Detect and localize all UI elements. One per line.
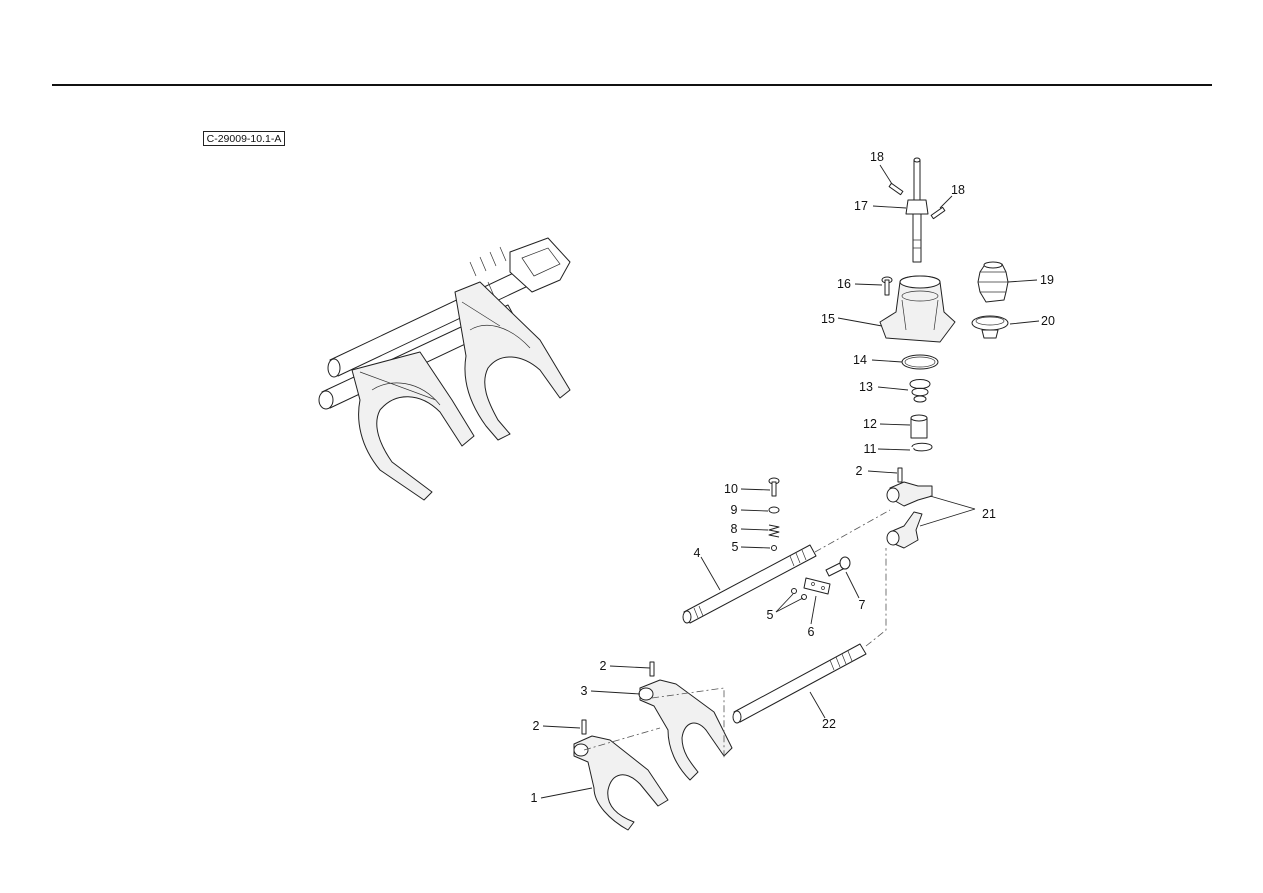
callout-12: 12 — [863, 417, 877, 431]
part-1-shift-fork — [573, 735, 669, 831]
part-12-bushing — [910, 414, 928, 439]
callout-18-right: 18 — [951, 183, 965, 197]
reference-tag: C-29009-10.1-A — [203, 131, 285, 146]
callout-7: 7 — [859, 598, 866, 612]
part-9-washer — [768, 506, 780, 514]
part-2-pin-middle — [649, 661, 655, 677]
callout-4: 4 — [694, 546, 701, 560]
callout-22: 22 — [822, 717, 836, 731]
header-rule — [52, 84, 1212, 86]
callout-6: 6 — [808, 625, 815, 639]
callout-15: 15 — [821, 312, 835, 326]
part-6-plate — [803, 577, 831, 595]
part-8-spring — [768, 524, 780, 538]
part-7-bolt — [825, 556, 851, 577]
callout-14: 14 — [853, 353, 867, 367]
callout-2-upper: 2 — [856, 464, 863, 478]
part-13-spring — [909, 379, 931, 403]
callout-17: 17 — [854, 199, 868, 213]
part-4-shift-rail — [682, 544, 817, 624]
callout-5-lower: 5 — [767, 608, 774, 622]
part-17-shift-lever — [905, 157, 929, 263]
part-5-ball-upper — [771, 545, 777, 551]
callout-10: 10 — [724, 482, 738, 496]
callout-1: 1 — [531, 791, 538, 805]
callout-18-left: 18 — [870, 150, 884, 164]
callout-2-middle: 2 — [600, 659, 607, 673]
part-10-bolt — [768, 477, 780, 497]
part-18-pins — [888, 182, 946, 220]
callout-labels: 1 2 2 3 4 5 5 6 7 8 9 10 11 12 13 14 15 … — [531, 150, 1055, 805]
part-22-shift-rail — [732, 643, 867, 724]
callout-3: 3 — [581, 684, 588, 698]
callout-21: 21 — [982, 507, 996, 521]
part-20-clamp — [971, 315, 1009, 339]
callout-16: 16 — [837, 277, 851, 291]
part-11-snap-ring — [911, 442, 933, 452]
callout-11: 11 — [864, 442, 877, 456]
callout-8: 8 — [731, 522, 738, 536]
callout-13: 13 — [859, 380, 873, 394]
leader-lines — [540, 164, 1040, 799]
part-21-shift-blocks — [886, 481, 933, 549]
part-2-pin-lower — [581, 719, 587, 735]
callout-9: 9 — [731, 503, 738, 517]
assembly-centerlines — [583, 509, 891, 760]
callout-19: 19 — [1040, 273, 1054, 287]
callout-20: 20 — [1041, 314, 1055, 328]
part-19-boot — [977, 261, 1009, 303]
part-5-ball-lower-a — [791, 588, 797, 594]
part-15-housing — [879, 275, 956, 343]
part-16-screw — [881, 276, 893, 296]
callout-2-lower: 2 — [533, 719, 540, 733]
callout-5-upper: 5 — [732, 540, 739, 554]
assembled-view — [318, 237, 571, 501]
part-2-pin-upper — [897, 467, 903, 483]
